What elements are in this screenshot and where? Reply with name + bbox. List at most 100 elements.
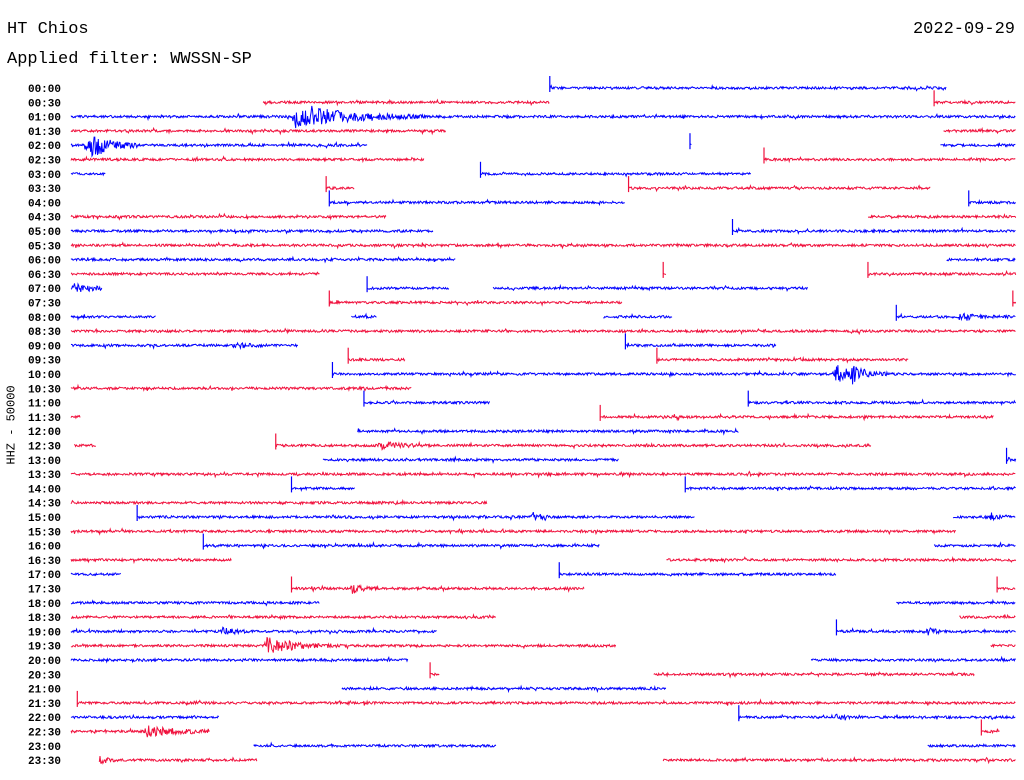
row-time-label: 17:30 <box>28 585 61 597</box>
row-time-label: 09:30 <box>28 356 61 368</box>
trace-segment <box>253 741 497 749</box>
row-time-label: 10:00 <box>28 370 61 382</box>
row-time-label: 00:30 <box>28 98 61 110</box>
row-time-label: 13:30 <box>28 470 61 482</box>
row-time-label: 10:30 <box>28 384 61 396</box>
trace-segment <box>600 412 994 422</box>
trace-segment <box>549 83 947 92</box>
trace-segment <box>980 728 1000 735</box>
row-time-label: 22:30 <box>28 728 61 740</box>
trace-segment <box>430 672 440 677</box>
row-time-label: 19:00 <box>28 627 61 639</box>
row-time-label: 06:00 <box>28 256 61 268</box>
row-time-label: 12:30 <box>28 442 61 454</box>
trace-segment <box>732 226 1016 235</box>
trace-segment <box>70 626 437 636</box>
trace-segment <box>73 443 96 448</box>
row-time-label: 11:30 <box>28 413 61 425</box>
trace-segment <box>896 598 1016 607</box>
trace-segment <box>357 427 739 436</box>
row-time-label: 03:00 <box>28 170 61 182</box>
trace-segment <box>867 213 1017 220</box>
trace-segment <box>70 725 210 738</box>
trace-segment <box>70 383 412 392</box>
trace-segment <box>70 228 434 235</box>
trace-segment <box>656 355 909 364</box>
trace-segment <box>329 198 625 207</box>
row-time-label: 02:30 <box>28 156 61 168</box>
trace-segment <box>70 572 122 577</box>
trace-segment <box>328 299 623 307</box>
trace-segment <box>946 256 1016 263</box>
row-time-label: 18:30 <box>28 613 61 625</box>
row-time-label: 02:00 <box>28 141 61 153</box>
row-time-label: 17:00 <box>28 570 61 582</box>
trace-segment <box>952 512 1016 522</box>
trace-segment <box>933 541 1016 548</box>
row-time-label: 23:00 <box>28 742 61 754</box>
trace-segment <box>70 155 425 164</box>
row-time-label: 21:30 <box>28 699 61 711</box>
trace-segment <box>653 671 975 679</box>
trace-segment <box>70 105 1016 129</box>
trace-segment <box>940 142 1016 148</box>
row-time-label: 01:00 <box>28 113 61 125</box>
trace-segment <box>70 414 81 420</box>
trace-segment <box>685 485 1016 492</box>
trace-segment <box>366 286 450 291</box>
trace-segment <box>764 155 1016 164</box>
row-time-label: 16:00 <box>28 542 61 554</box>
trace-segment <box>322 455 619 465</box>
trace-segment <box>348 357 406 363</box>
trace-segment <box>70 126 446 136</box>
row-time-label: 23:30 <box>28 756 61 768</box>
row-time-label: 09:00 <box>28 341 61 353</box>
filter-label: Applied filter: WWSSN-SP <box>7 50 252 69</box>
trace-segment <box>70 636 617 653</box>
trace-segment <box>70 270 320 277</box>
row-time-label: 16:30 <box>28 556 61 568</box>
trace-segment <box>98 756 258 765</box>
row-time-label: 03:30 <box>28 184 61 196</box>
trace-segment <box>275 440 872 451</box>
row-time-label: 18:00 <box>28 599 61 611</box>
trace-segment <box>666 555 1017 564</box>
row-time-label: 00:00 <box>28 84 61 96</box>
trace-segment <box>70 498 488 506</box>
row-time-label: 04:30 <box>28 213 61 225</box>
trace-segment <box>662 756 1016 765</box>
trace-segment <box>325 185 355 191</box>
row-time-label: 07:30 <box>28 299 61 311</box>
trace-segment <box>836 627 1016 636</box>
row-time-label: 08:00 <box>28 313 61 325</box>
row-time-label: 07:00 <box>28 284 61 296</box>
trace-segment <box>70 282 103 293</box>
trace-segment <box>70 212 387 221</box>
row-time-label: 20:30 <box>28 670 61 682</box>
row-time-label: 19:30 <box>28 642 61 654</box>
trace-segment <box>959 613 1016 620</box>
trace-segment <box>867 269 1017 277</box>
trace-segment <box>558 571 837 577</box>
trace-segment <box>943 126 1016 135</box>
trace-segment <box>70 557 232 565</box>
trace-segment <box>933 99 1016 106</box>
trace-segment <box>996 586 1016 591</box>
trace-segment <box>927 743 1016 749</box>
trace-segment <box>70 713 220 720</box>
row-time-label: 11:00 <box>28 399 61 411</box>
trace-segment <box>70 470 1016 479</box>
row-time-label: 05:30 <box>28 241 61 253</box>
trace-segment <box>896 312 1016 322</box>
trace-segment <box>70 527 956 536</box>
trace-segment <box>71 613 496 621</box>
trace-segment <box>291 485 355 493</box>
trace-segment <box>351 312 377 320</box>
trace-segment <box>70 314 156 321</box>
trace-segment <box>747 398 1017 407</box>
row-time-label: 22:00 <box>28 713 61 725</box>
trace-segment <box>137 511 695 522</box>
trace-segment <box>1006 456 1017 463</box>
trace-segment <box>70 341 299 351</box>
